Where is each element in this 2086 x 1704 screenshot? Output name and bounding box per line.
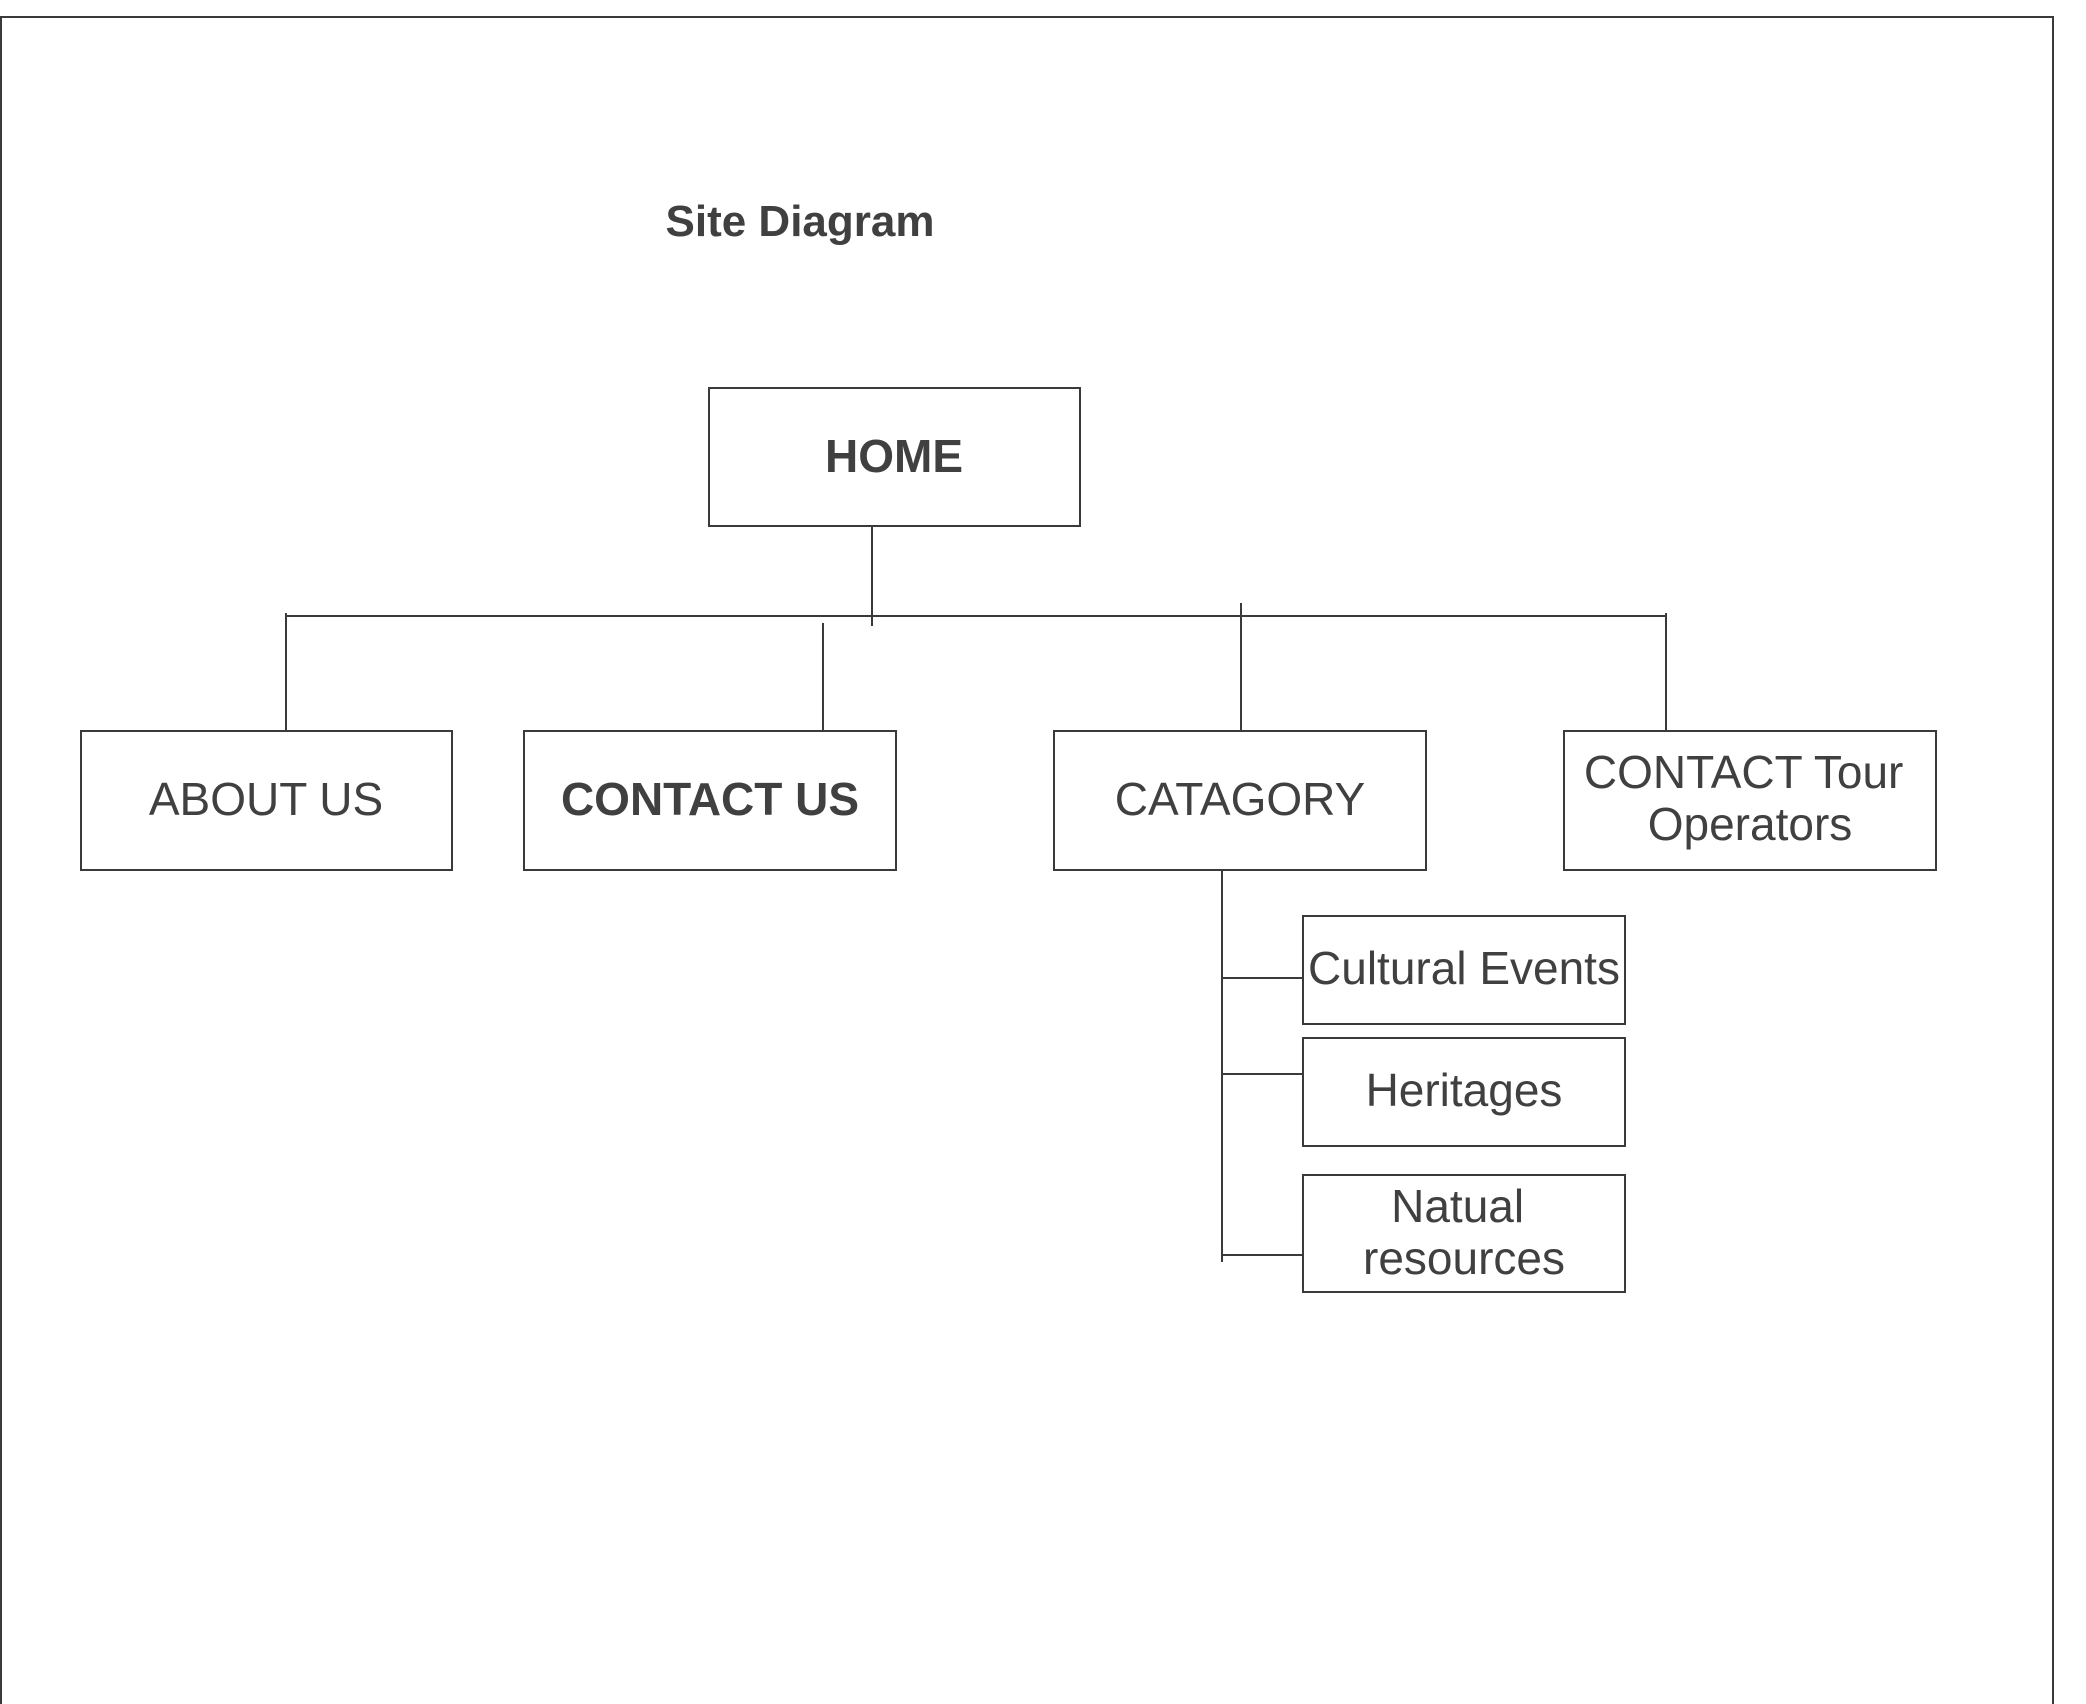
node-home-label: HOME: [825, 430, 963, 482]
node-heritages: Heritages: [1302, 1037, 1626, 1147]
diagram-title: Site Diagram: [666, 197, 935, 246]
connector-lines: [285, 526, 1667, 1262]
node-about-us-box: [80, 730, 453, 871]
node-home: HOME: [708, 387, 1081, 527]
node-cultural-events-box: [1302, 915, 1626, 1025]
node-contact-us-label: CONTACT US: [561, 773, 859, 825]
node-natural-resources-label: Natual resources: [1363, 1180, 1565, 1284]
node-contact-tour-operators: CONTACT Tour Operators: [1563, 730, 1937, 871]
node-heritages-box: [1302, 1037, 1626, 1147]
node-heritages-label: Heritages: [1366, 1064, 1563, 1116]
node-cultural-events-label: Cultural Events: [1308, 942, 1620, 994]
node-about-us: ABOUT US: [80, 730, 453, 871]
node-contact-tour-operators-box: [1563, 730, 1937, 871]
node-natural-resources-box: [1302, 1174, 1626, 1293]
node-category-box: [1053, 730, 1427, 871]
node-natural-resources: Natual resources: [1302, 1174, 1626, 1293]
node-contact-tour-operators-line-2: Operators: [1648, 798, 1853, 850]
node-category: CATAGORY: [1053, 730, 1427, 871]
node-contact-us-box: [523, 730, 897, 871]
node-about-us-label: ABOUT US: [149, 773, 383, 825]
node-natural-resources-line-1: Natual: [1391, 1180, 1524, 1232]
node-contact-tour-operators-label: CONTACT Tour Operators: [1584, 746, 1916, 850]
node-category-label: CATAGORY: [1115, 773, 1365, 825]
node-cultural-events: Cultural Events: [1302, 915, 1626, 1025]
node-contact-tour-operators-line-1: CONTACT Tour: [1584, 746, 1904, 798]
node-home-box: [708, 387, 1081, 527]
diagram-frame: [0, 16, 2054, 1704]
node-natural-resources-line-2: resources: [1363, 1232, 1565, 1284]
node-contact-us: CONTACT US: [523, 730, 897, 871]
